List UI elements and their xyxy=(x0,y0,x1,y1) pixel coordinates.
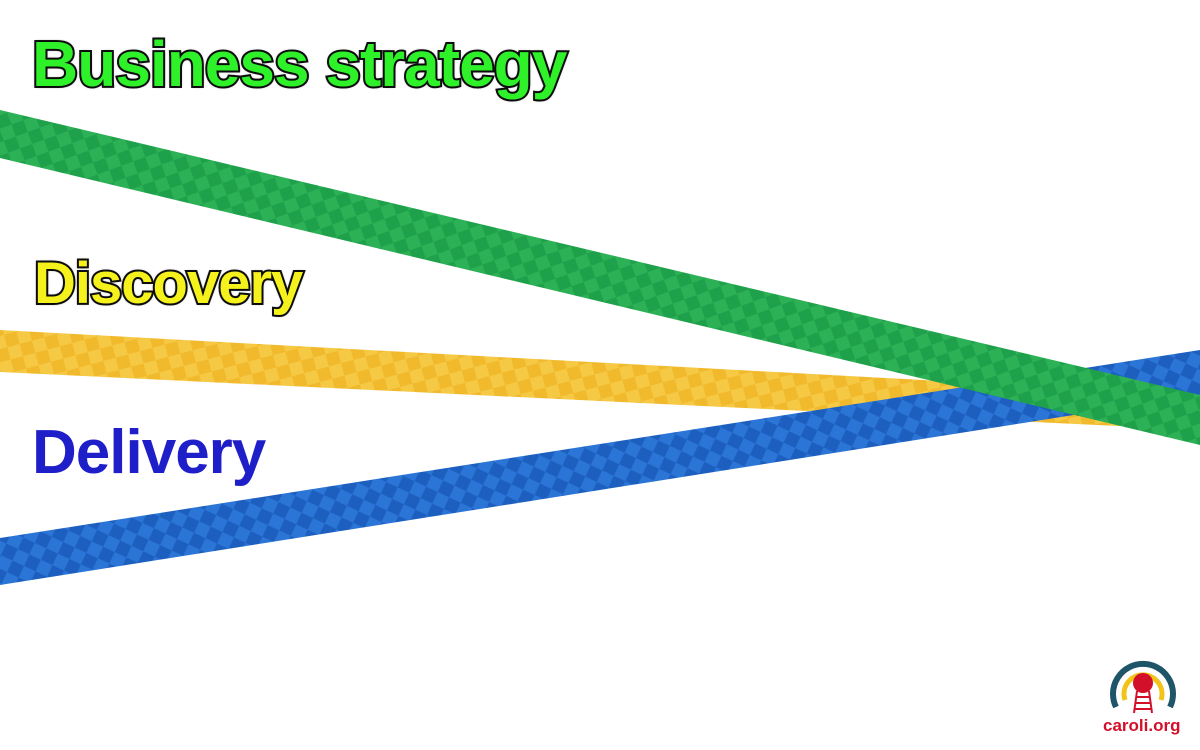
business-strategy-label: Business strategy xyxy=(30,28,569,100)
caroli-logo-icon xyxy=(1110,661,1176,714)
delivery-label: Delivery xyxy=(32,418,266,487)
business-strategy-rope xyxy=(0,110,1200,445)
delivery-rope xyxy=(0,350,1200,585)
discovery-label: Discovery xyxy=(32,251,305,316)
caroli-logo-text: caroli.org xyxy=(1103,716,1181,735)
